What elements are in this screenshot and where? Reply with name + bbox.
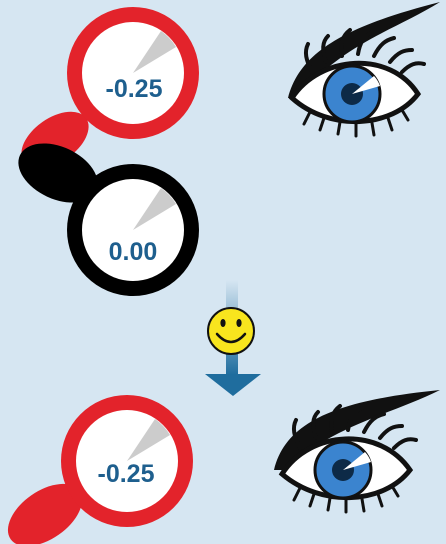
lens-magnifier-bottom: -0.25 [0,395,193,544]
eye-icon [274,390,440,512]
lens-magnifier-middle: 0.00 [9,132,199,296]
smiley-icon [208,308,254,354]
lens-value-text: 0.00 [109,238,158,266]
lens-value-text: -0.25 [106,75,163,103]
eye-icon [288,2,440,136]
lens-value-text: -0.25 [98,460,155,488]
arrow-head [205,374,261,396]
